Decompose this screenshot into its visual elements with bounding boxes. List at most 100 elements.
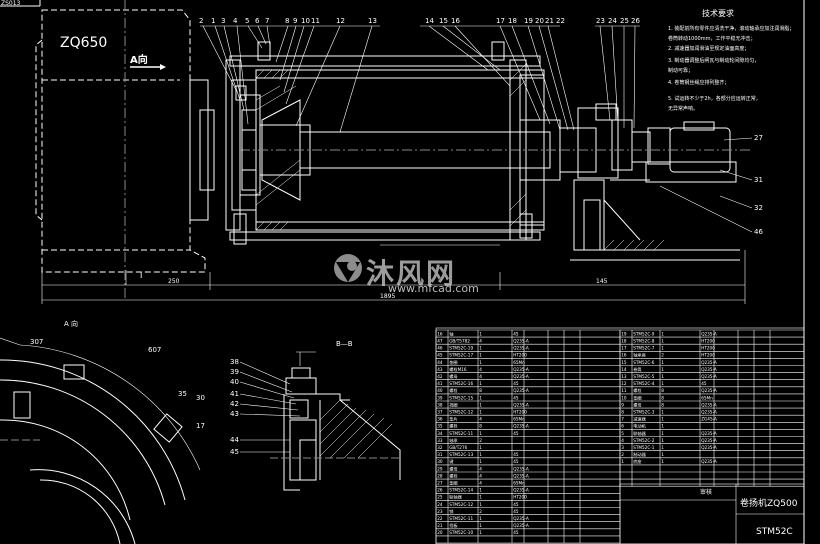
bom-cell: 1 bbox=[479, 452, 482, 457]
bom-cell: STM52C-12 bbox=[449, 502, 473, 507]
section-b-view bbox=[270, 367, 401, 491]
bom-cell: HT200 bbox=[513, 410, 527, 415]
bom-cell: 1 bbox=[479, 445, 482, 450]
title-block-name: 卷扬机ZQ500 bbox=[740, 497, 798, 509]
bom-cell: 1 bbox=[479, 381, 482, 386]
bom-cell: STM52C-16 bbox=[449, 381, 473, 386]
bom-cell: Q235-A bbox=[513, 424, 529, 429]
bom-cell: 垫圈 bbox=[449, 359, 457, 366]
part-number: 25 bbox=[620, 17, 629, 25]
part-number: 15 bbox=[439, 17, 448, 25]
bom-cell: 28 bbox=[437, 473, 443, 478]
bom-cell: 1 bbox=[661, 410, 664, 415]
bom-cell: 卷筒 bbox=[633, 366, 641, 373]
bom-cell: ZG45-A bbox=[701, 417, 717, 422]
bom-cell: 螺栓 bbox=[449, 472, 458, 479]
bom-cell: STM52C-12 bbox=[449, 410, 473, 415]
bom-cell: 32 bbox=[437, 445, 443, 450]
part-number: 26 bbox=[631, 17, 640, 25]
bom-cell: 42 bbox=[437, 374, 443, 379]
bom-cell: Q235-A bbox=[513, 473, 529, 478]
bom-cell: 16 bbox=[437, 331, 443, 336]
watermark-url: www.mfcad.com bbox=[388, 282, 479, 295]
bom-cell: 45 bbox=[513, 431, 519, 436]
part-number: 24 bbox=[608, 17, 617, 25]
watermark: 沐风网 bbox=[326, 252, 456, 292]
dimension-607: 607 bbox=[148, 346, 161, 354]
bom-cell: 1 bbox=[479, 395, 482, 400]
section-a-view bbox=[0, 359, 186, 544]
bom-cell: Q235-A bbox=[513, 374, 529, 379]
bom-cell: 轴承座 bbox=[633, 352, 646, 359]
bom-cell: 1 bbox=[621, 459, 624, 464]
dimension-lines bbox=[41, 244, 746, 304]
bom-cell: 21 bbox=[437, 523, 443, 528]
bom-cell: 螺栓M16 bbox=[449, 366, 467, 373]
bom-cell: 4 bbox=[479, 417, 482, 422]
bom-cell: 1 bbox=[661, 331, 664, 336]
dimension-i: I bbox=[140, 271, 142, 280]
bom-cell: 挡板 bbox=[449, 522, 458, 529]
bom-cell: STM52C-4 bbox=[633, 381, 655, 386]
bom-cell: Q235-A bbox=[513, 367, 529, 372]
bom-cell: 45 bbox=[513, 395, 519, 400]
corner-label: ZS013 bbox=[1, 0, 21, 7]
bom-cell: STM52C-6 bbox=[633, 360, 655, 365]
bom-cell: 3 bbox=[621, 445, 624, 450]
bom-cell: Q235-A bbox=[701, 438, 717, 443]
part-number: 45 bbox=[230, 448, 239, 456]
part-number: 23 bbox=[596, 17, 605, 25]
part-number-leaders bbox=[200, 25, 753, 233]
bom-cell: 底座 bbox=[633, 458, 641, 465]
technical-requirements: 技术要求 1. 装配前所有零件应清洗干净，滚动轴承应加注润滑脂； 卷筒转动100… bbox=[668, 8, 794, 112]
bom-cell: STM52C-15 bbox=[449, 395, 473, 400]
part-number: 14 bbox=[425, 17, 434, 25]
bom-cell: 1 bbox=[661, 381, 664, 386]
bom-cell: 44 bbox=[437, 360, 443, 365]
bom-cell: 45 bbox=[513, 509, 519, 514]
bom-cell: 30 bbox=[437, 459, 443, 464]
part-number: 2 bbox=[199, 17, 203, 25]
part-number: 5 bbox=[245, 17, 249, 25]
bom-cell: 33 bbox=[437, 438, 443, 443]
dimension-35: 35 bbox=[178, 390, 187, 398]
bom-cell: Q235-A bbox=[513, 402, 529, 407]
view-a-marker: A向 bbox=[130, 53, 166, 70]
svg-text:A向: A向 bbox=[130, 53, 148, 66]
part-number: 32 bbox=[754, 204, 763, 212]
bom-cell: 14 bbox=[621, 367, 627, 372]
part-number: 13 bbox=[368, 17, 377, 25]
bom-cell: 联轴器 bbox=[449, 494, 462, 501]
part-number: 4 bbox=[233, 17, 238, 25]
bom-cell: Q235-A bbox=[701, 360, 717, 365]
bom-cell: Q235-A bbox=[701, 374, 717, 379]
bom-cell: 1 bbox=[661, 367, 664, 372]
bom-cell: 1 bbox=[479, 360, 482, 365]
bom-cell: 45 bbox=[513, 331, 519, 336]
bom-cell: STM52C-19 bbox=[449, 346, 473, 351]
bom-cell: 65Mn bbox=[513, 417, 525, 422]
bom-cell: 36 bbox=[437, 417, 443, 422]
tech-note: 无异常声响。 bbox=[668, 105, 698, 112]
bom-cell: 13 bbox=[621, 374, 627, 379]
bom-cell: HT200 bbox=[701, 339, 715, 344]
tech-note: 4. 卷筒钢丝绳应排列整齐； bbox=[668, 79, 729, 86]
bom-cell: 47 bbox=[437, 339, 443, 344]
bom-cell: 45 bbox=[513, 502, 519, 507]
bom-cell: 螺母 bbox=[633, 401, 641, 408]
bom-cell: STM52C-5 bbox=[633, 374, 655, 379]
bom-cell: 1 bbox=[479, 402, 482, 407]
bom-cell: Q235-A bbox=[701, 388, 717, 393]
bom-cell: 9 bbox=[621, 402, 624, 407]
bom-cell: Q235-A bbox=[513, 388, 529, 393]
bom-cell: 38 bbox=[437, 402, 443, 407]
part-number: 40 bbox=[230, 378, 239, 386]
bom-cell: STM52C-3 bbox=[633, 410, 655, 415]
part-number: 9 bbox=[293, 17, 297, 25]
part-number: 22 bbox=[556, 17, 565, 25]
bom-cell: 45 bbox=[437, 353, 443, 358]
bom-cell: STM52C-11 bbox=[449, 431, 473, 436]
bom-cell: 2 bbox=[479, 509, 482, 514]
bom-cell: 8 bbox=[479, 424, 482, 429]
